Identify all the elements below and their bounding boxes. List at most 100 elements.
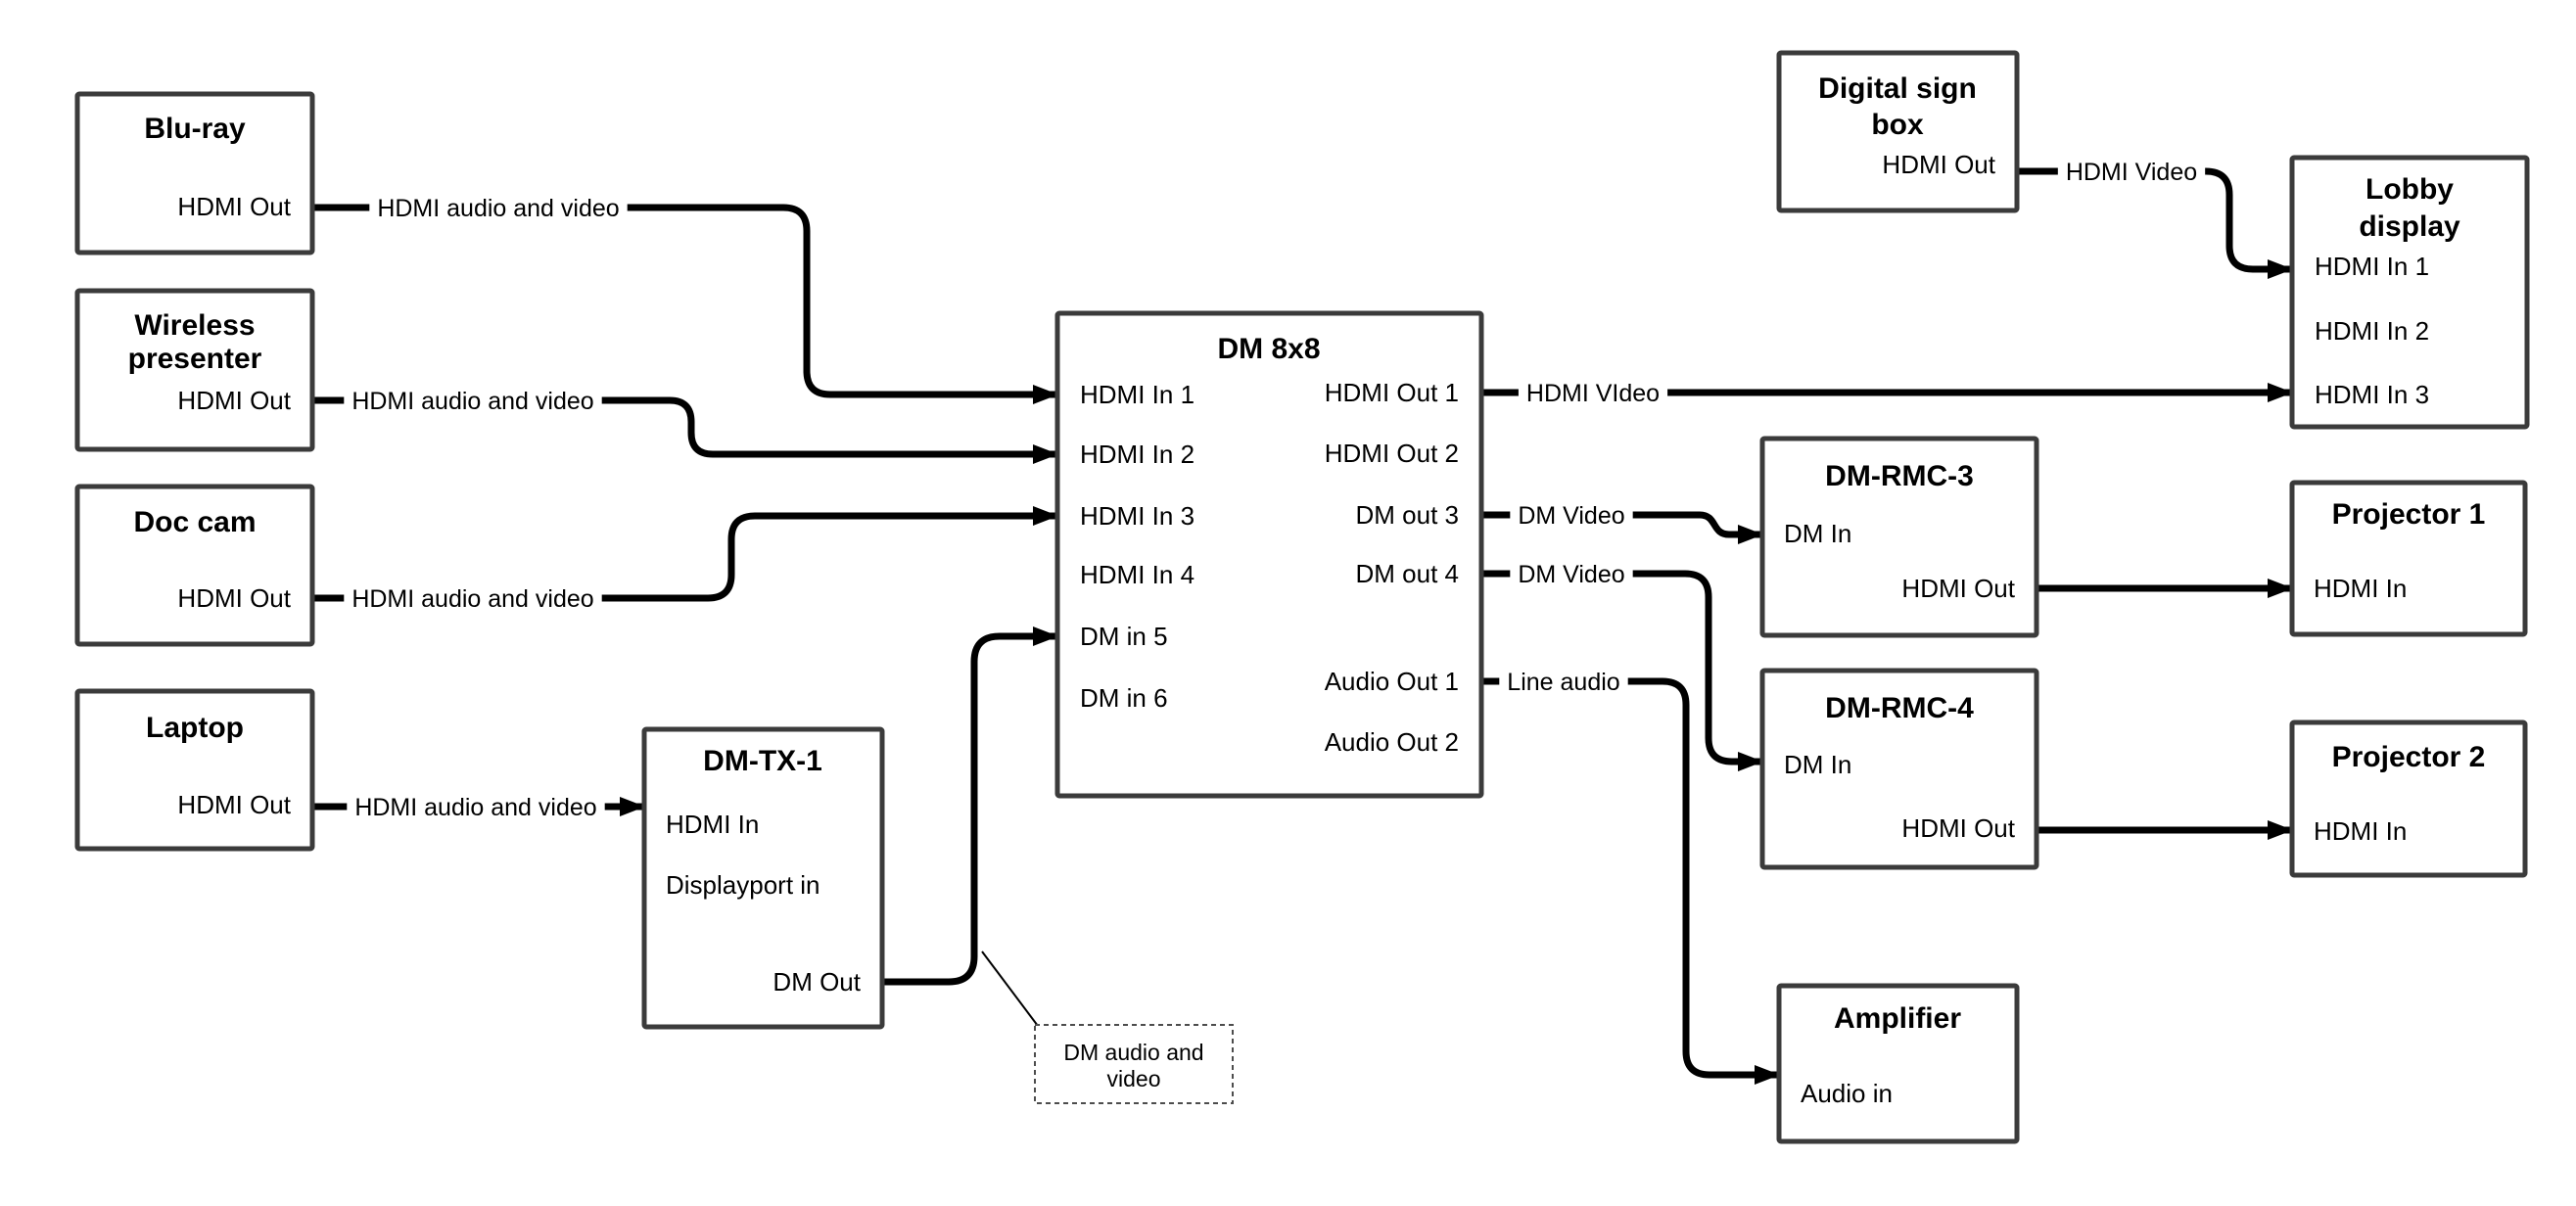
node-title: Projector 2 [2332,741,2486,773]
node-title: Amplifier [1834,1002,1961,1035]
port-label-hdmi-in-3: HDMI In 3 [2315,380,2429,409]
connector-label: Line audio [1507,669,1619,696]
port-label-hdmi-out-1: HDMI Out 1 [1325,378,1459,407]
node-dm-rmc-4: DM-RMC-4 DM In HDMI Out [1759,668,2039,870]
connector-label-bg [369,192,628,225]
connector-label: HDMI audio and video [354,794,596,821]
port-label-hdmi-out: HDMI Out [177,386,291,415]
node-title: Digital sign [1818,72,1977,105]
port-label-hdmi-out: HDMI Out [1901,813,2015,843]
node-box [1759,668,2039,870]
node-title: Doc cam [133,506,256,538]
connector-label: HDMI VIdeo [1526,380,1660,407]
connector-label: HDMI audio and video [351,388,593,415]
callout-box [1034,1024,1234,1104]
node-title: DM-RMC-4 [1825,692,1974,724]
callout-leader-line [981,951,1039,1027]
connector-label-bg [344,582,602,616]
port-label-audio-in: Audio in [1801,1079,1893,1108]
port-label-hdmi-out: HDMI Out [1901,574,2015,603]
connector-label-bg [1499,666,1628,699]
port-label-hdmi-in: HDMI In [666,810,759,839]
connector-wireless-to-dm8x8-in2 [312,396,1058,464]
port-label-hdmi-in-1: HDMI In 1 [2315,252,2429,281]
node-title: display [2359,210,2460,243]
node-title: Laptop [146,712,244,744]
connector-label: HDMI audio and video [377,195,619,222]
connector-digital-sign-to-lobby-in1 [2017,167,2293,279]
connector-dm8x8-out3-to-dm-rmc-3 [1481,511,1763,544]
node-title: DM-RMC-3 [1825,460,1974,492]
port-label-audio-out-2: Audio Out 2 [1325,727,1459,757]
connector-label-bg [1510,499,1633,533]
node-projector-1: Projector 1 HDMI In [2289,480,2528,637]
connector-label-bg [1518,377,1668,410]
node-box [1054,310,1484,799]
node-box [74,484,315,647]
port-label-hdmi-in-2: HDMI In 2 [2315,316,2429,346]
node-title: Lobby [2365,173,2454,206]
node-box [74,91,315,255]
port-label-dm-out-4: DM out 4 [1356,559,1460,588]
node-title: presenter [128,343,262,375]
port-label-audio-out-1: Audio Out 1 [1325,667,1459,696]
node-title: DM 8x8 [1217,333,1320,365]
connector-label: DM Video [1518,561,1624,588]
node-box [74,688,315,852]
connector-dm8x8-out4-to-dm-rmc-4 [1481,570,1763,771]
connector-label: DM Video [1518,502,1624,530]
port-label-dm-in: DM In [1784,750,1851,779]
port-label-hdmi-in: HDMI In [2314,816,2407,846]
port-label-hdmi-in-1: HDMI In 1 [1080,380,1194,409]
port-label-dm-out-3: DM out 3 [1356,500,1460,530]
port-label-dm-in-6: DM in 6 [1080,683,1168,713]
connector-label: HDMI audio and video [351,585,593,613]
node-box [2289,719,2528,878]
node-title: Wireless [134,309,255,342]
node-title: Projector 1 [2332,498,2486,531]
port-label-dm-in-5: DM in 5 [1080,622,1168,651]
port-label-hdmi-out: HDMI Out [177,790,291,819]
node-box [1759,436,2039,638]
connector-label-bg [347,791,605,824]
port-label-hdmi-in-2: HDMI In 2 [1080,440,1194,469]
connector-dm8x8-audio1-to-amplifier [1481,677,1780,1085]
port-label-dm-in: DM In [1784,519,1851,548]
connector-doc-cam-to-dm8x8-in3 [312,506,1058,602]
node-box [2289,155,2530,430]
port-label-hdmi-out: HDMI Out [1882,150,1995,179]
node-title: DM-TX-1 [703,745,822,777]
port-label-hdmi-out-2: HDMI Out 2 [1325,439,1459,468]
port-label-hdmi-out: HDMI Out [177,192,291,221]
connector-label-bg [344,385,602,418]
port-label-dm-out: DM Out [773,967,861,997]
port-label-hdmi-out: HDMI Out [177,583,291,613]
port-label-hdmi-in-4: HDMI In 4 [1080,560,1194,589]
node-title: box [1871,109,1924,141]
callout-text: DM audio and [1063,1040,1203,1065]
node-box [1776,983,2020,1144]
connector-blu-ray-to-dm8x8-in1 [312,204,1058,404]
node-box [1776,50,2020,213]
connector-label-bg [1510,558,1633,591]
node-box [2289,480,2528,637]
connector-dm-tx-1-to-dm8x8-in5 [882,626,1058,986]
node-title: Blu-ray [144,113,246,145]
port-label-displayport-in: Displayport in [666,870,820,900]
port-label-hdmi-in: HDMI In [2314,574,2407,603]
connector-label-bg [2057,156,2206,189]
